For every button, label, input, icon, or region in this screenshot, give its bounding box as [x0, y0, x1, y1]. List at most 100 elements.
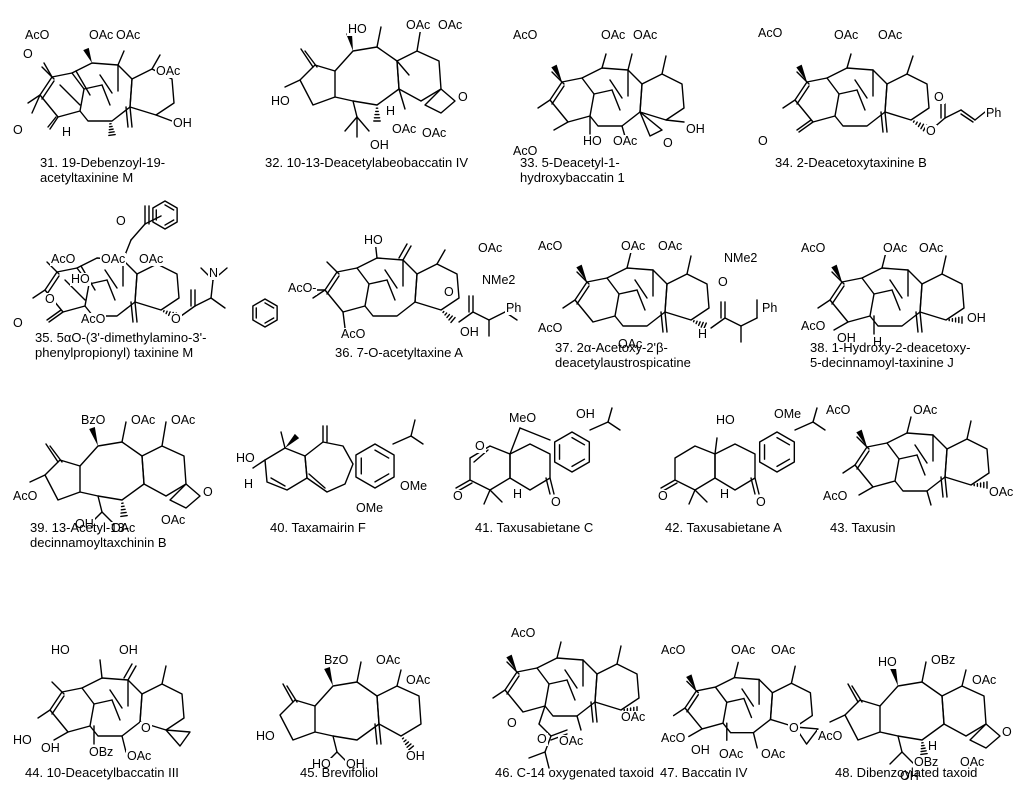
- atom-label-o: O: [457, 90, 469, 104]
- exo-methylene: [374, 723, 378, 745]
- aromatic-bond: [264, 302, 275, 309]
- atom-label-ome: OMe: [355, 501, 385, 515]
- wedge-bond: [89, 427, 98, 446]
- benzene-ring: [553, 431, 591, 473]
- caption-line-first: 45. Brevifoliol: [300, 765, 379, 780]
- atom-label-oac: OAc: [170, 413, 197, 427]
- atom-label-o: O: [925, 124, 937, 138]
- epoxide-bond: [75, 70, 91, 96]
- aromatic-bond: [776, 436, 791, 446]
- bond: [752, 731, 758, 749]
- methyl-bond: [99, 74, 113, 94]
- atom-label-aco: AcO: [512, 28, 539, 42]
- atom-label-oac: OAc: [833, 28, 860, 42]
- bond: [710, 317, 726, 329]
- caption-line-first: 34. 2-Deacetoxytaxinine B: [775, 155, 927, 170]
- bridge-bond: [611, 89, 621, 111]
- ring-b: [879, 681, 945, 741]
- ring-c: [944, 438, 990, 486]
- exo-methylene: [130, 301, 134, 323]
- atom-label-ho: HO: [363, 233, 384, 247]
- atom-label-ho: HO: [12, 733, 33, 747]
- atom-label-aco: AcO: [24, 28, 51, 42]
- bridge-bond: [93, 699, 113, 705]
- methyl-bond: [854, 79, 868, 99]
- atom-label-oh: OH: [690, 743, 711, 757]
- atom-label-oac: OAc: [391, 122, 418, 136]
- caption-line-first: 31. 19-Debenzoyl-19-: [40, 155, 166, 170]
- ring-c: [884, 73, 930, 121]
- atom-label-oac: OAc: [477, 241, 504, 255]
- bond: [607, 421, 621, 431]
- benzene-ring: [252, 298, 278, 328]
- bond: [458, 311, 474, 323]
- exo-methylene: [664, 311, 668, 333]
- ring-b: [304, 441, 354, 493]
- atom-label-oac: OAc: [421, 126, 448, 140]
- caption-line-first: 47. Baccatin IV: [660, 765, 748, 780]
- atom-label-oac: OAc: [959, 755, 986, 769]
- compound-caption: 31. 19-Debenzoyl-19-acetyltaxinine M: [40, 155, 165, 185]
- benzene-ring: [355, 443, 395, 489]
- atom-label-nme2: NMe2: [481, 273, 517, 287]
- carbonyl-bond: [754, 477, 760, 495]
- atom-label-oac: OAc: [405, 673, 432, 687]
- bridge-bond: [636, 289, 646, 311]
- bond: [921, 661, 927, 683]
- methyl-bond: [326, 261, 340, 275]
- bond: [29, 474, 46, 483]
- hashed-bond: [442, 310, 456, 324]
- atom-label-aco: AcO: [800, 241, 827, 255]
- exo-methylene: [919, 311, 923, 333]
- benzene-ring: [152, 200, 178, 230]
- ring-a: [794, 77, 840, 123]
- caption-line-first: 35. 5αO-(3'-dimethylamino-3'-: [35, 330, 207, 345]
- atom-label-aco: AcO: [660, 731, 687, 745]
- bond: [344, 116, 358, 132]
- ring-b: [536, 657, 598, 717]
- methyl-bond: [686, 680, 699, 694]
- bond: [488, 311, 506, 321]
- ring-a: [44, 459, 81, 501]
- bridge-bond: [59, 84, 81, 106]
- caption-line-second: acetyltaxinine M: [40, 170, 134, 185]
- atom-label-h: H: [61, 125, 73, 139]
- structure-drawing: [842, 416, 990, 506]
- bond: [284, 79, 301, 88]
- double-bond: [326, 275, 340, 295]
- compound-caption: 33. 5-Deacetyl-1-hydroxybaccatin 1: [520, 155, 625, 185]
- bridge-bond: [106, 279, 116, 301]
- carbonyl-bond: [796, 119, 812, 131]
- bond: [282, 683, 294, 703]
- bond: [694, 489, 708, 503]
- double-bond: [551, 85, 565, 105]
- bond: [794, 421, 814, 431]
- atom-label-oh: OH: [369, 138, 390, 152]
- atom-label-oac: OAc: [718, 747, 745, 761]
- ring-a: [829, 277, 875, 323]
- hashed-bond: [948, 316, 963, 324]
- compound-caption: 43. Taxusin: [830, 520, 896, 535]
- carbonyl-bond: [46, 309, 62, 321]
- atom-label-o: O: [140, 721, 152, 735]
- double-bond: [304, 50, 318, 68]
- atom-label-h: H: [243, 477, 255, 491]
- atom-label-oac: OAc: [620, 710, 647, 724]
- wedge-bond: [324, 667, 333, 686]
- double-bond: [831, 285, 845, 305]
- atom-label-h: H: [697, 327, 709, 341]
- atom-label-oac: OAc: [971, 673, 998, 687]
- caption-line-first: 40. Taxamairin F: [270, 520, 366, 535]
- hashed-bond: [973, 481, 988, 489]
- bond: [626, 251, 632, 269]
- bond: [280, 431, 286, 449]
- ring-a: [49, 687, 95, 733]
- bond: [117, 50, 125, 66]
- methyl-bond: [27, 94, 41, 104]
- bond: [161, 665, 167, 685]
- bond: [194, 297, 212, 307]
- carbonyl-bond: [455, 479, 471, 489]
